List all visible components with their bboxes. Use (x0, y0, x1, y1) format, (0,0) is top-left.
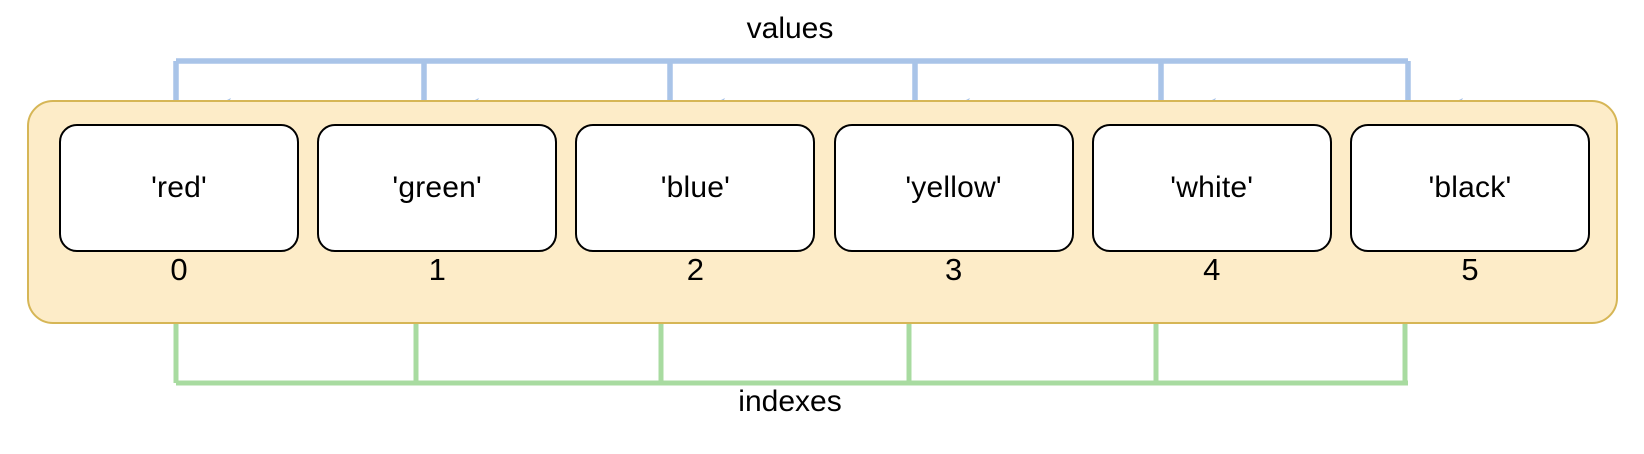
array-index-slot: 5 (1350, 254, 1590, 294)
array-cell[interactable]: 'white' (1091, 124, 1332, 252)
indexes-caption: indexes (738, 385, 842, 418)
array-index-slot: 2 (575, 254, 815, 294)
array-cell[interactable]: 'red' (59, 124, 299, 252)
array-cell[interactable]: 'green' (317, 124, 558, 252)
array-index-label: 3 (944, 252, 963, 287)
array-index-slot: 1 (317, 254, 557, 294)
array-cells-row: 'red' 'green' 'blue' 'yellow' 'white' 'b… (59, 124, 1590, 252)
array-index-slot: 0 (59, 254, 299, 294)
array-cell-value: 'green' (392, 171, 482, 204)
array-cell[interactable]: 'yellow' (833, 124, 1074, 252)
array-index-label: 0 (170, 252, 188, 287)
array-index-row: 0 1 2 3 4 5 (59, 254, 1590, 294)
array-index-label: 1 (428, 252, 446, 287)
array-index-slot: 3 (834, 254, 1074, 294)
array-index-slot: 4 (1092, 254, 1332, 294)
array-index-label: 4 (1203, 252, 1221, 287)
array-cell-value: 'white' (1170, 171, 1254, 204)
array-cell-value: 'black' (1428, 171, 1512, 204)
array-index-label: 5 (1461, 252, 1479, 287)
array-cell-value: 'red' (151, 171, 207, 204)
array-cell[interactable]: 'black' (1349, 124, 1590, 252)
array-cell-value: 'blue' (660, 171, 731, 204)
values-caption: values (746, 12, 834, 45)
array-cell-value: 'yellow' (905, 171, 1002, 204)
array-container: 'red' 'green' 'blue' 'yellow' 'white' 'b… (27, 100, 1618, 324)
array-cell[interactable]: 'blue' (575, 124, 816, 252)
array-index-label: 2 (686, 252, 704, 287)
